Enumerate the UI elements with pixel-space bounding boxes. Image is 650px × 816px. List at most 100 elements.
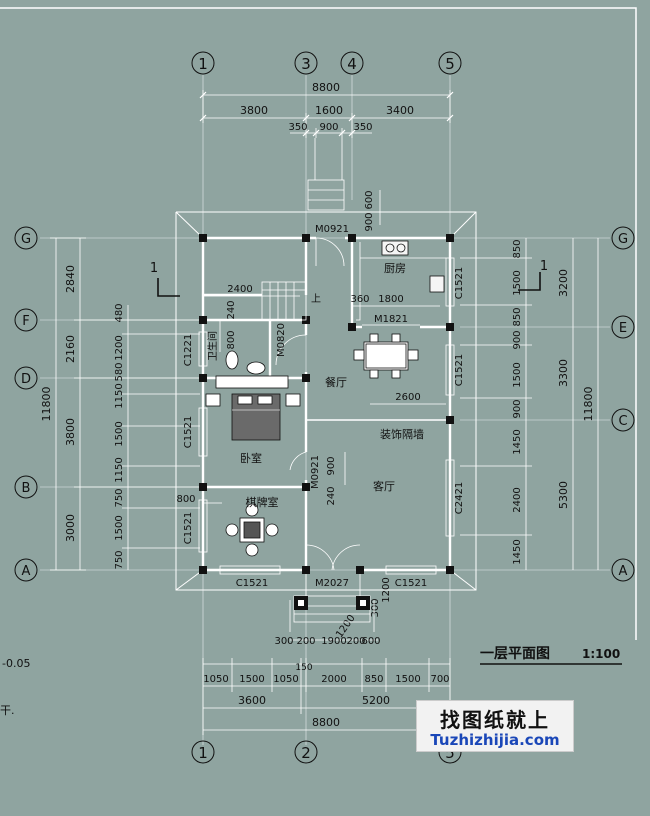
dim-right-mid-1: 3200 (557, 269, 570, 297)
dim-bottom-r1-5: 2000 (321, 674, 346, 685)
dim-toilet-w: 800 (226, 330, 237, 349)
dim-bed-door-v: 900 (326, 456, 337, 475)
room-bedroom: 卧室 (240, 451, 262, 465)
dim-left-inner-9: 750 (114, 550, 125, 569)
grid-right-A: A (619, 564, 628, 579)
dim-bottom-r1-2: 1500 (239, 674, 264, 685)
watermark-url: Tuzhizhijia.com (430, 731, 560, 749)
dim-left-inner-8: 1500 (114, 515, 125, 540)
dim-dining-w: 2600 (395, 392, 420, 403)
grid-top-5: 5 (445, 55, 455, 73)
grid-right-C: C (618, 414, 627, 429)
dining-table-icon (353, 333, 419, 379)
label-door-top: M0921 (315, 224, 349, 235)
grid-bottom-2: 2 (301, 744, 311, 762)
label-win-bottom-left: C1521 (236, 578, 268, 589)
columns (199, 234, 454, 574)
grid-top-1: 1 (198, 55, 208, 73)
dim-left-mid-3: 3800 (64, 418, 77, 446)
eave-outline (175, 211, 477, 591)
kitchen-counter (356, 242, 446, 321)
dim-right-mid-3: 5300 (557, 481, 570, 509)
dim-kitchen-offset: 360 (350, 294, 369, 305)
dim-right-inner-8: 2400 (512, 487, 523, 512)
label-win-bottom-right: C1521 (395, 578, 427, 589)
grid-left-A: A (22, 564, 31, 579)
label-door-main: M2027 (315, 578, 349, 589)
label-win-living: C2421 (454, 482, 465, 514)
dim-bottom-r1-1: 1050 (203, 674, 228, 685)
grid-bottom-5: 5 (445, 744, 455, 762)
dim-porch-3: 1900 (321, 636, 346, 647)
dim-stair-w: 2400 (227, 284, 252, 295)
dim-chess-w: 800 (176, 494, 195, 505)
kitchen-fixtures (381, 240, 445, 293)
dim-left-mid-4: 3000 (64, 514, 77, 542)
dim-left-inner-7: 750 (114, 488, 125, 507)
bed-icon (205, 393, 301, 441)
grid-left-B: B (22, 481, 31, 496)
dim-right-inner-4: 900 (512, 330, 523, 349)
porch-column-cores (298, 600, 366, 606)
stair-up-label: 上 (311, 293, 321, 305)
dim-right-inner-2: 1500 (512, 270, 523, 295)
dim-bottom-r1-8: 700 (430, 674, 449, 685)
watermark-text: 找图纸就上 (440, 708, 550, 732)
dim-left-inner-3: 580 (114, 362, 125, 381)
dim-left-overall: 11800 (40, 387, 53, 422)
dim-left-inner-5: 1500 (114, 421, 125, 446)
label-win-top-left: C1221 (183, 334, 194, 366)
cut-fragment: 干. (0, 704, 15, 717)
dim-bed-door-w: 240 (326, 486, 337, 505)
dim-bottom-r2-1: 3600 (238, 694, 266, 707)
dim-porch-v-1: 300 (370, 598, 381, 617)
plan-scale: 1:100 (582, 647, 620, 661)
grid-right-E: E (619, 321, 627, 336)
grid-bubbles-top (191, 51, 462, 75)
label-win-bed: C1521 (183, 416, 194, 448)
label-win-kitchen: C1521 (454, 267, 465, 299)
dim-bottom-overall: 8800 (312, 716, 340, 729)
chess-table-icon (225, 503, 279, 557)
room-dining: 餐厅 (325, 375, 347, 389)
dim-entry-v-2: 600 (364, 190, 375, 209)
label-win-dining: C1521 (454, 354, 465, 386)
toilet-fixtures (215, 350, 289, 389)
dim-top-seg-2: 1600 (315, 104, 343, 117)
section-left-label: 1 (150, 261, 158, 276)
left-dimension-lines (50, 237, 200, 571)
dim-porch-5: 600 (361, 636, 380, 647)
room-kitchen: 厨房 (384, 262, 406, 275)
label-win-chess: C1521 (183, 512, 194, 544)
dim-bottom-r2-2: 5200 (362, 694, 390, 707)
doors (275, 237, 420, 571)
dim-porch-4: 200 (346, 636, 365, 647)
interior-dimension-lines (203, 295, 446, 504)
rear-steps (307, 138, 345, 211)
dim-left-mid-1: 2840 (64, 265, 77, 293)
grid-top-3: 3 (301, 55, 311, 73)
grid-top-4: 4 (347, 55, 357, 73)
drawing-frame (0, 7, 637, 640)
grid-bubbles-left (14, 226, 38, 582)
dim-top-stair-1: 350 (288, 122, 307, 133)
dim-bottom-r1-7: 1500 (395, 674, 420, 685)
dim-top-overall: 8800 (312, 81, 340, 94)
dim-right-inner-7: 1450 (512, 429, 523, 454)
label-door-bed: M0921 (310, 455, 321, 489)
dim-right-inner-1: 850 (512, 239, 523, 258)
room-toilet: 卫生间 (206, 331, 219, 361)
plan-title: 一层平面图 (480, 646, 550, 662)
grid-right-G: G (618, 232, 628, 247)
dim-bottom-r1-6: 850 (364, 674, 383, 685)
dim-porch-2: 200 (296, 636, 315, 647)
room-living: 客厅 (373, 479, 395, 493)
label-door-toilet: M0820 (276, 323, 287, 357)
dim-kitchen-door: 1800 (378, 294, 403, 305)
section-markers (157, 272, 541, 297)
room-chess: 棋牌室 (246, 495, 279, 509)
dim-left-inner-6: 1150 (114, 457, 125, 482)
dim-left-inner-1: 480 (114, 303, 125, 322)
